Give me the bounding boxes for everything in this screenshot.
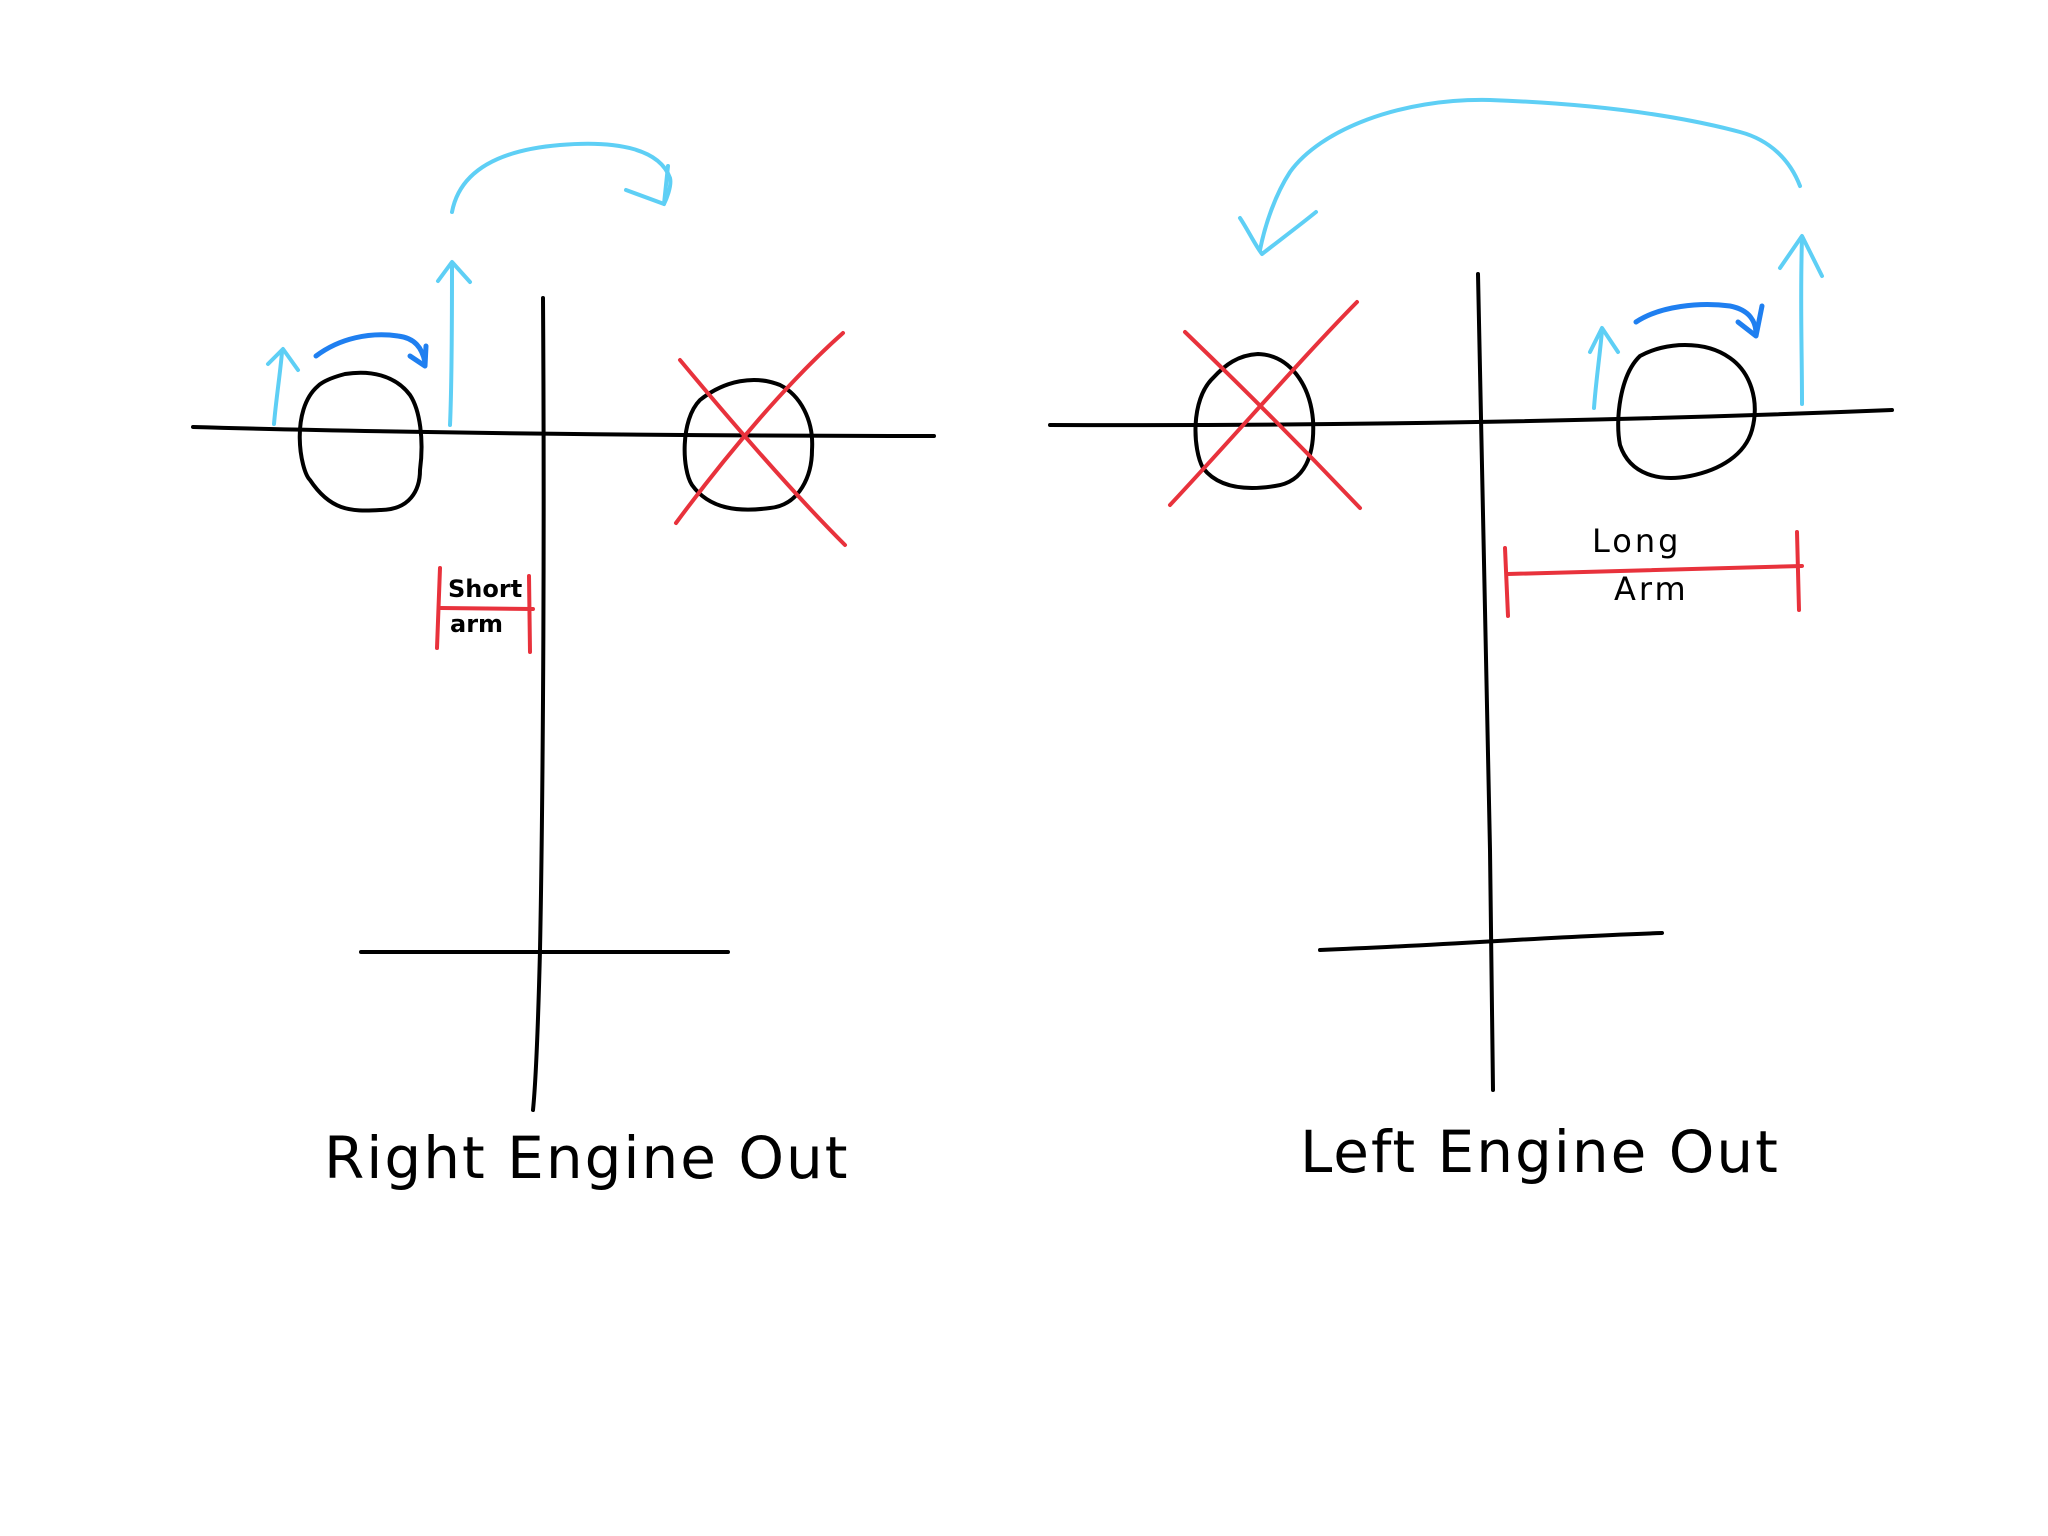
left-engine <box>297 370 424 513</box>
right-engine-failed <box>682 378 815 512</box>
thrust-arrow <box>272 350 284 426</box>
yaw-arc-head <box>1238 210 1318 256</box>
short-arm-label: arm <box>450 610 503 638</box>
yaw-arc <box>1258 97 1802 252</box>
long-arm-label: Arm <box>1614 570 1689 608</box>
short-arm-marker <box>527 574 532 654</box>
yaw-arc <box>450 141 673 214</box>
short-arm-marker <box>439 606 535 611</box>
wing-line <box>1048 408 1894 428</box>
thrust-arrow-head <box>1778 234 1824 278</box>
right-engine-out-diagram: Short arm Right Engine Out <box>191 141 936 1192</box>
fuselage-line <box>1476 272 1495 1092</box>
rotation-arrow-head <box>407 343 429 369</box>
long-arm-marker <box>1503 546 1510 618</box>
right-engine <box>1616 343 1757 480</box>
thrust-arrow <box>1592 328 1604 410</box>
failed-engine-cross <box>1183 330 1362 510</box>
short-arm-label: Short <box>448 575 522 603</box>
long-arm-marker <box>1506 564 1804 576</box>
diagram-caption: Left Engine Out <box>1300 1118 1780 1186</box>
thrust-arrow-head <box>1588 326 1620 354</box>
left-engine-out-diagram: Long Arm Left Engine Out <box>1048 97 1894 1186</box>
failed-engine-cross <box>674 331 845 525</box>
rotation-arrow <box>1633 302 1759 337</box>
fuselage-line <box>531 296 546 1112</box>
left-engine-failed <box>1193 352 1316 491</box>
rotation-arrow <box>313 332 428 365</box>
short-arm-marker <box>435 566 442 650</box>
wing-line <box>191 425 936 438</box>
diagram-caption: Right Engine Out <box>324 1124 850 1192</box>
thrust-arrow <box>1799 236 1804 406</box>
failed-engine-cross <box>1168 300 1359 507</box>
yaw-arc-head <box>624 164 670 206</box>
failed-engine-cross <box>678 358 847 547</box>
long-arm-marker <box>1795 530 1801 612</box>
thrust-arrow-head <box>266 347 300 372</box>
rotation-arrow-head <box>1735 303 1765 339</box>
long-arm-label: Long <box>1592 522 1681 560</box>
thrust-arrow-head <box>436 260 472 284</box>
tail-line <box>1318 931 1664 952</box>
thrust-arrow <box>448 262 454 427</box>
